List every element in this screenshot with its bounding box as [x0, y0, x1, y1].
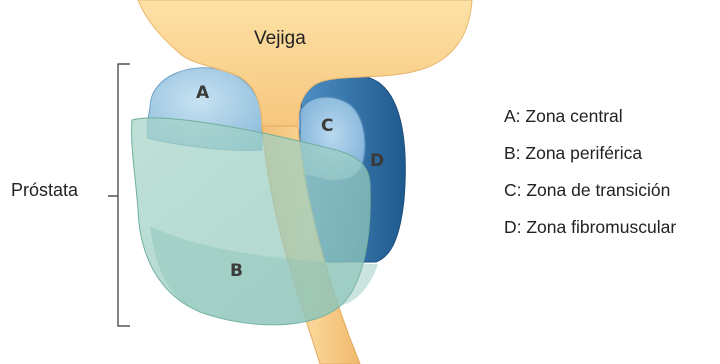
- region-label-a: A: [196, 83, 210, 103]
- bladder-label: Vejiga: [254, 28, 306, 49]
- prostate-bracket: [108, 64, 130, 326]
- prostate-label: Próstata: [11, 180, 78, 201]
- legend-item-fibromuscular-zone: D: Zona fibromuscular: [504, 215, 676, 252]
- region-label-c: C: [321, 116, 333, 136]
- region-label-b: B: [230, 261, 243, 281]
- legend-item-central-zone: A: Zona central: [504, 104, 676, 141]
- legend-item-transition-zone: C: Zona de transición: [504, 178, 676, 215]
- legend-item-peripheral-zone: B: Zona periférica: [504, 141, 676, 178]
- zone-legend: A: Zona central B: Zona periférica C: Zo…: [504, 104, 676, 252]
- region-label-d: D: [370, 151, 384, 171]
